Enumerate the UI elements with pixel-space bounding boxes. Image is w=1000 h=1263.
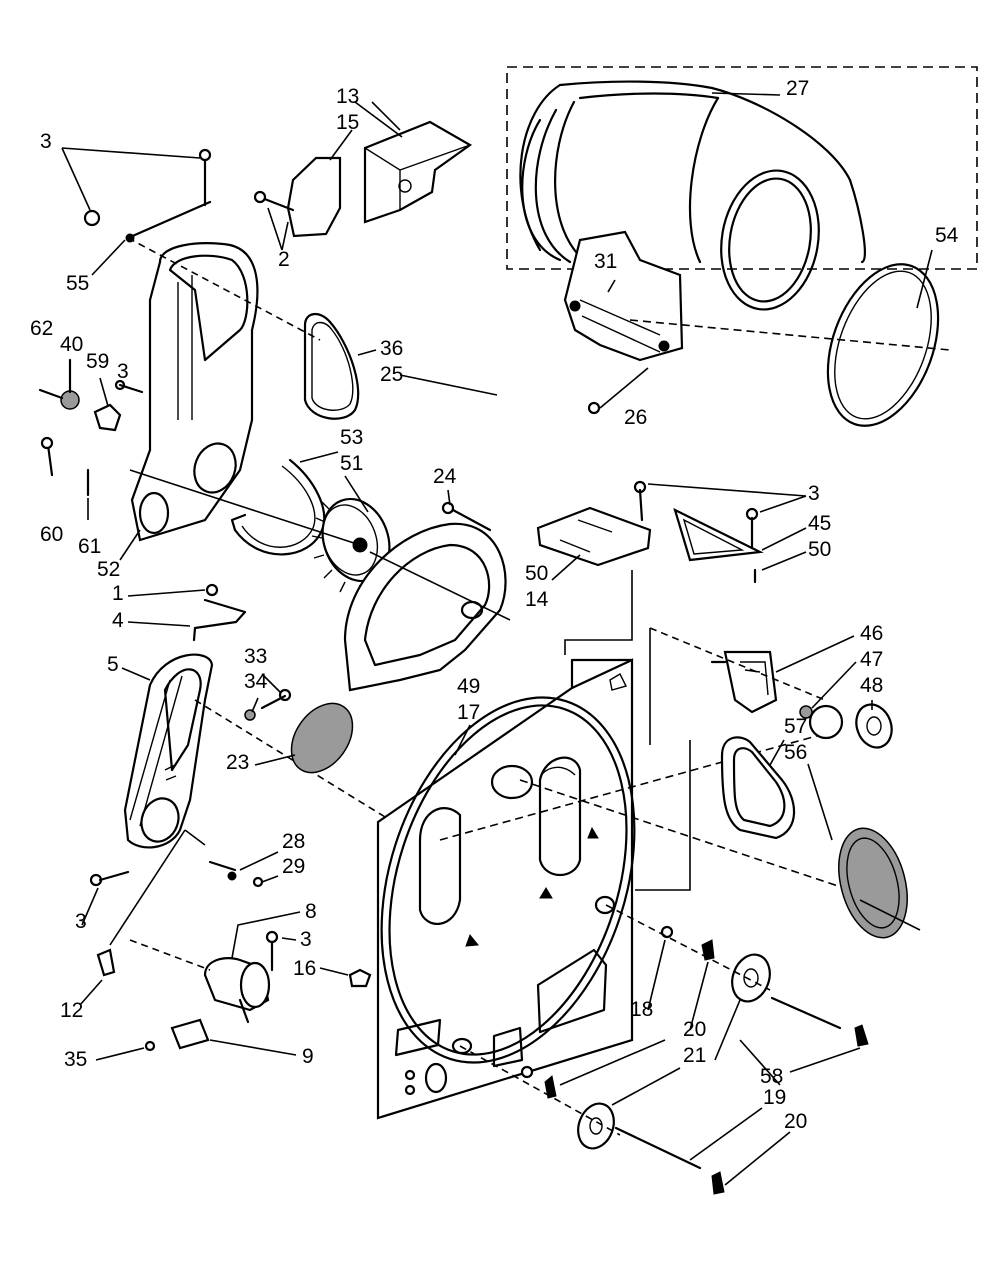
callout-c34: 34 — [244, 670, 268, 693]
callout-c17: 17 — [457, 701, 480, 724]
bolt-35 — [95, 1040, 156, 1061]
callout-c50a: 50 — [808, 538, 831, 561]
callout-c27: 27 — [786, 77, 809, 100]
callout-c19: 19 — [763, 1086, 786, 1109]
callout-c35: 35 — [64, 1048, 87, 1071]
callout-c45: 45 — [808, 512, 831, 535]
callout-c26: 26 — [624, 406, 647, 429]
callout-c46: 46 — [860, 622, 883, 645]
screw-2 — [253, 190, 295, 212]
part-48 — [855, 700, 893, 749]
blower-housing-49 — [343, 489, 507, 692]
callout-c18: 18 — [630, 998, 653, 1021]
lint-screen-23 — [254, 702, 354, 774]
switch-9 — [170, 1018, 297, 1056]
callout-c15: 15 — [336, 111, 359, 134]
callout-c12: 12 — [60, 999, 83, 1022]
callout-c21a: 21 — [683, 1044, 706, 1067]
clip-12 — [79, 948, 116, 1006]
callout-c52: 52 — [97, 558, 120, 581]
glide-20a — [689, 939, 715, 1031]
callout-c48: 48 — [860, 674, 883, 697]
callout-c33: 33 — [244, 645, 267, 668]
callout-c3b: 3 — [117, 360, 129, 383]
drum-rear-seal-ring — [826, 263, 940, 427]
seal-36 — [303, 313, 360, 420]
callout-c47: 47 — [860, 648, 883, 671]
switch-59 — [93, 377, 122, 432]
top-bracket — [363, 120, 473, 224]
callout-c40: 40 — [60, 333, 83, 356]
callout-c13: 13 — [336, 85, 359, 108]
callout-c62: 62 — [30, 317, 53, 340]
parts-28-29 — [208, 851, 279, 888]
part-46 — [710, 635, 855, 714]
callout-c8: 8 — [305, 900, 317, 923]
callout-c3d: 3 — [75, 910, 87, 933]
callout-c55: 55 — [66, 272, 89, 295]
callout-c3c: 3 — [808, 482, 820, 505]
top-plate — [286, 156, 342, 238]
callout-c20a: 20 — [683, 1018, 706, 1041]
callout-c59: 59 — [86, 350, 109, 373]
callout-c50b: 50 — [525, 562, 548, 585]
callout-c3a: 3 — [40, 130, 52, 153]
callout-c16: 16 — [293, 957, 316, 980]
drum-baffle — [563, 230, 684, 362]
callout-c23: 23 — [226, 751, 249, 774]
motor-8 — [203, 911, 301, 1024]
upper-blower-housing — [130, 242, 259, 542]
shaft-19 — [614, 1107, 763, 1195]
door-seal-57 — [720, 736, 796, 840]
shaft-58 — [770, 996, 869, 1073]
callout-c54: 54 — [935, 224, 959, 247]
callout-c49: 49 — [457, 675, 480, 698]
callout-c28: 28 — [282, 830, 305, 853]
thermostat-40 — [38, 358, 80, 410]
part-1-4 — [127, 583, 247, 642]
callout-c61: 61 — [78, 535, 101, 558]
callout-c31: 31 — [594, 250, 617, 273]
bracket-45 — [673, 507, 764, 562]
callout-c36: 36 — [380, 337, 403, 360]
callout-c29: 29 — [282, 855, 305, 878]
lower-duct-5 — [123, 653, 214, 849]
filter-grill-56 — [807, 763, 908, 939]
callout-c51: 51 — [340, 452, 363, 475]
idler-21b — [577, 1067, 681, 1150]
callout-c53: 53 — [340, 426, 363, 449]
callout-c2: 2 — [278, 248, 290, 271]
callout-c3e: 3 — [300, 928, 312, 951]
callout-c25: 25 — [380, 363, 403, 386]
part-16 — [319, 967, 372, 988]
top-rod-assembly — [83, 148, 321, 341]
screw-3e — [265, 930, 279, 944]
callout-c20b: 20 — [784, 1110, 807, 1133]
callout-c5: 5 — [107, 653, 119, 676]
callout-c14: 14 — [525, 588, 549, 611]
part-47 — [799, 661, 857, 740]
callout-c60: 60 — [40, 523, 63, 546]
callout-c58: 58 — [760, 1065, 783, 1088]
glide-20b — [520, 1039, 666, 1099]
bolt-60 — [40, 436, 54, 477]
callout-c24: 24 — [433, 465, 457, 488]
front-bulkhead-17 — [376, 658, 636, 1120]
callout-c4: 4 — [112, 609, 124, 632]
nut-34 — [244, 709, 256, 721]
callout-c56: 56 — [784, 741, 807, 764]
plate-14 — [536, 506, 652, 567]
callout-c57: 57 — [784, 715, 807, 738]
callout-c9: 9 — [302, 1045, 314, 1068]
callout-c1: 1 — [112, 582, 124, 605]
